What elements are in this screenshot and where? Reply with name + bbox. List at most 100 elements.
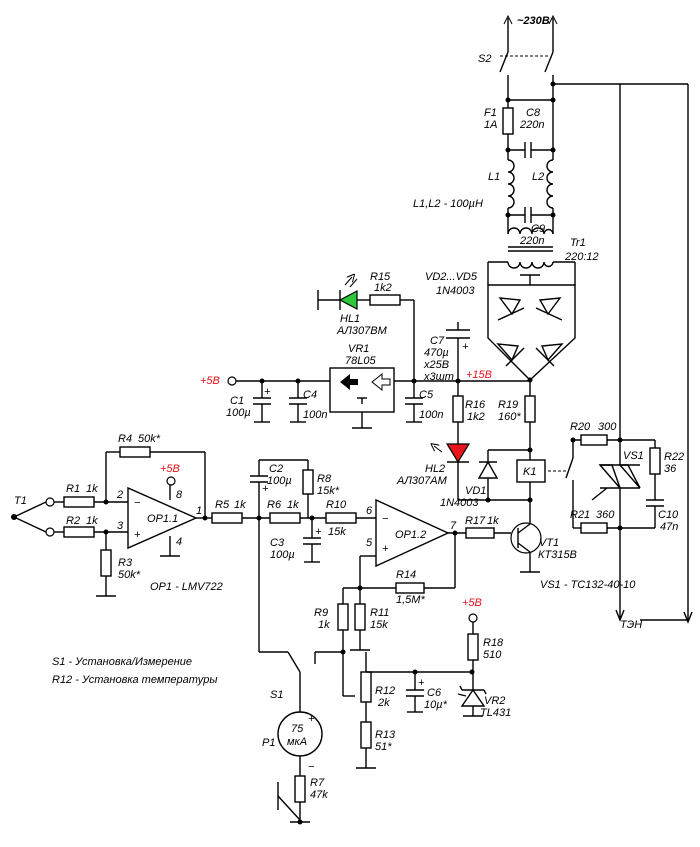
svg-text:−: − bbox=[382, 513, 389, 525]
svg-text:−: − bbox=[308, 761, 315, 773]
resistor-r15 bbox=[369, 294, 401, 306]
svg-text:K1: K1 bbox=[523, 466, 536, 478]
svg-text:C1: C1 bbox=[230, 395, 244, 407]
svg-text:x25В: x25В bbox=[423, 359, 449, 371]
svg-text:КТ315В: КТ315В bbox=[538, 549, 577, 561]
resistor-r14 bbox=[395, 582, 425, 594]
svg-text:R9: R9 bbox=[314, 607, 328, 619]
svg-text:78L05: 78L05 bbox=[345, 355, 376, 367]
plus15-label: +15В bbox=[466, 369, 492, 381]
note-r12: R12 - Установка температуры bbox=[52, 674, 217, 686]
svg-text:1k: 1k bbox=[318, 619, 330, 631]
svg-text:TL431: TL431 bbox=[480, 707, 511, 719]
svg-text:R7: R7 bbox=[310, 777, 325, 789]
svg-text:R13: R13 bbox=[375, 729, 396, 741]
resistor-r17 bbox=[465, 527, 495, 539]
capacitor-c2: + bbox=[250, 460, 269, 518]
svg-text:+5В: +5В bbox=[462, 597, 482, 609]
resistor-r9 bbox=[337, 603, 349, 631]
capacitor-c5 bbox=[405, 381, 423, 423]
resistor-r21 bbox=[580, 522, 608, 534]
svg-text:1A: 1A bbox=[484, 119, 497, 131]
svg-text:R11: R11 bbox=[370, 607, 389, 619]
svg-text:L2: L2 bbox=[532, 171, 544, 183]
transformer-tr1 bbox=[488, 227, 575, 269]
note-s1: S1 - Установка/Измерение bbox=[52, 656, 192, 668]
diode-bridge bbox=[487, 262, 576, 383]
svg-text:50k*: 50k* bbox=[138, 433, 161, 445]
svg-text:R8: R8 bbox=[317, 473, 332, 485]
mains-input: ~230В bbox=[503, 14, 558, 40]
svg-text:+: + bbox=[462, 341, 469, 353]
svg-text:C6: C6 bbox=[427, 687, 442, 699]
svg-text:мкА: мкА bbox=[287, 736, 307, 748]
svg-text:8: 8 bbox=[176, 489, 183, 501]
resistor-r10 bbox=[325, 512, 357, 524]
svg-text:R14: R14 bbox=[396, 569, 416, 581]
resistor-r20 bbox=[580, 434, 608, 446]
svg-text:R5: R5 bbox=[215, 499, 230, 511]
svg-text:47k: 47k bbox=[310, 789, 328, 801]
svg-text:S1: S1 bbox=[270, 689, 283, 701]
resistor-r11 bbox=[354, 603, 366, 631]
svg-text:75: 75 bbox=[291, 723, 304, 735]
fuse-f1 bbox=[502, 107, 514, 135]
triac-vs1 bbox=[591, 440, 641, 620]
svg-text:R10: R10 bbox=[326, 499, 347, 511]
svg-text:100n: 100n bbox=[419, 409, 443, 421]
svg-text:220n: 220n bbox=[519, 235, 544, 247]
svg-text:1k2: 1k2 bbox=[467, 411, 485, 423]
svg-text:+: + bbox=[308, 713, 315, 725]
svg-text:510: 510 bbox=[483, 649, 502, 661]
svg-text:АЛ307ВМ: АЛ307ВМ bbox=[336, 325, 388, 337]
svg-text:R19: R19 bbox=[498, 399, 518, 411]
svg-text:VD2...VD5: VD2...VD5 bbox=[425, 271, 478, 283]
svg-text:R4: R4 bbox=[118, 433, 132, 445]
svg-text:1k: 1k bbox=[86, 483, 98, 495]
svg-text:1k: 1k bbox=[287, 499, 299, 511]
svg-text:47n: 47n bbox=[660, 521, 678, 533]
svg-text:C7: C7 bbox=[430, 335, 445, 347]
svg-text:R20: R20 bbox=[570, 421, 591, 433]
svg-text:15k: 15k bbox=[370, 619, 388, 631]
svg-text:R3: R3 bbox=[118, 557, 133, 569]
svg-text:C10: C10 bbox=[658, 509, 679, 521]
switch-s2: S2 bbox=[478, 40, 554, 100]
potentiometer-r12 bbox=[360, 671, 372, 703]
svg-text:R12: R12 bbox=[375, 685, 395, 697]
svg-text:+: + bbox=[134, 529, 141, 541]
svg-text:300: 300 bbox=[598, 421, 617, 433]
svg-text:50k*: 50k* bbox=[118, 569, 141, 581]
svg-text:220:12: 220:12 bbox=[564, 251, 599, 263]
resistor-r1 bbox=[63, 496, 95, 508]
svg-text:15k*: 15k* bbox=[317, 485, 340, 497]
svg-text:+: + bbox=[264, 386, 271, 398]
svg-text:АЛ307АМ: АЛ307АМ bbox=[396, 475, 448, 487]
svg-text:R22: R22 bbox=[664, 451, 684, 463]
led-hl1 bbox=[317, 277, 358, 310]
capacitor-c4 bbox=[289, 381, 307, 423]
svg-text:VS1: VS1 bbox=[623, 450, 644, 462]
diode-vd1 bbox=[477, 450, 499, 500]
opamp-op1-2: − + OP1.2 6 5 7 bbox=[366, 498, 457, 568]
svg-text:+: + bbox=[382, 543, 389, 555]
svg-text:360: 360 bbox=[596, 509, 615, 521]
svg-text:VD1: VD1 bbox=[465, 485, 486, 497]
switch-s1 bbox=[258, 518, 343, 712]
resistor-r16 bbox=[452, 395, 464, 423]
svg-text:C2: C2 bbox=[269, 463, 283, 475]
svg-text:1k: 1k bbox=[86, 515, 98, 527]
svg-text:4: 4 bbox=[176, 536, 182, 548]
s2-label: S2 bbox=[478, 53, 491, 65]
svg-text:+: + bbox=[418, 677, 425, 689]
svg-text:OP1.2: OP1.2 bbox=[395, 529, 426, 541]
svg-text:1k2: 1k2 bbox=[374, 282, 392, 294]
resistor-r8 bbox=[302, 469, 314, 495]
svg-text:+5В: +5В bbox=[160, 463, 180, 475]
mains-label: ~230В bbox=[517, 15, 550, 27]
svg-text:+: + bbox=[262, 483, 269, 495]
svg-text:P1: P1 bbox=[262, 737, 275, 749]
svg-text:100µ: 100µ bbox=[270, 549, 295, 561]
resistor-r4 bbox=[119, 446, 151, 458]
